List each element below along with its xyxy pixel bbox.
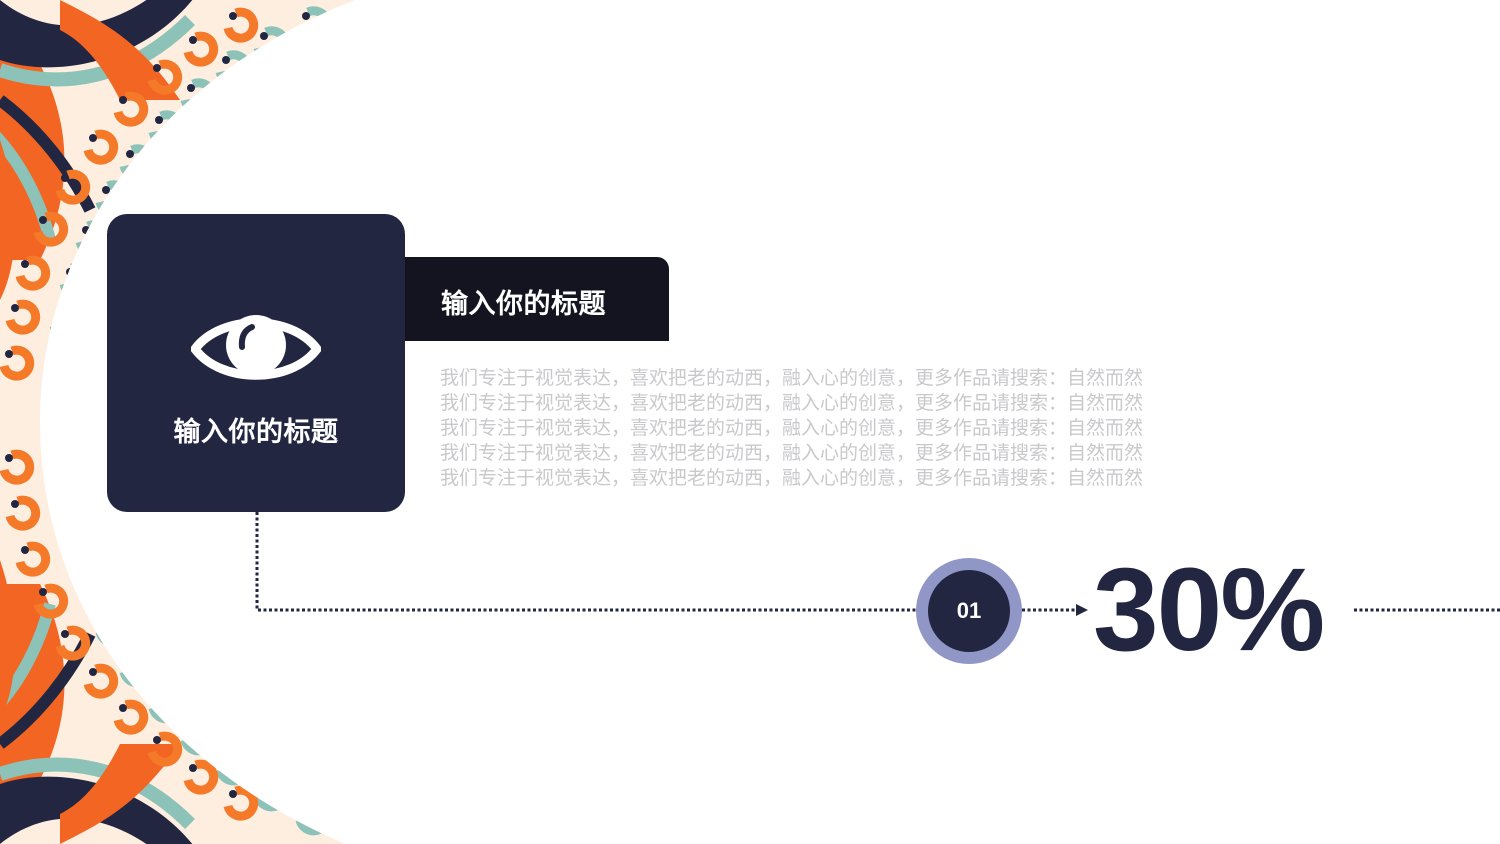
section-title: 输入你的标题: [441, 289, 606, 320]
description-line: 我们专注于视觉表达，喜欢把老的动西，融入心的创意，更多作品请搜索：自然而然: [440, 367, 1144, 389]
description-line: 我们专注于视觉表达，喜欢把老的动西，融入心的创意，更多作品请搜索：自然而然: [440, 417, 1144, 439]
description-block: 我们专注于视觉表达，喜欢把老的动西，融入心的创意，更多作品请搜索：自然而然 我们…: [440, 366, 1240, 491]
description-line: 我们专注于视觉表达，喜欢把老的动西，融入心的创意，更多作品请搜索：自然而然: [440, 442, 1144, 464]
eye-icon: [191, 315, 321, 380]
step-number: 01: [928, 570, 1010, 652]
description-line: 我们专注于视觉表达，喜欢把老的动西，融入心的创意，更多作品请搜索：自然而然: [440, 392, 1144, 414]
description-line: 我们专注于视觉表达，喜欢把老的动西，融入心的创意，更多作品请搜索：自然而然: [440, 467, 1144, 489]
title-bar: 输入你的标题: [405, 257, 669, 341]
step-badge: 01: [916, 558, 1022, 664]
percentage-value: 30%: [1093, 544, 1325, 676]
icon-card: 输入你的标题: [107, 214, 405, 512]
card-title: 输入你的标题: [173, 417, 339, 448]
arrow-head-icon: [1076, 604, 1088, 616]
